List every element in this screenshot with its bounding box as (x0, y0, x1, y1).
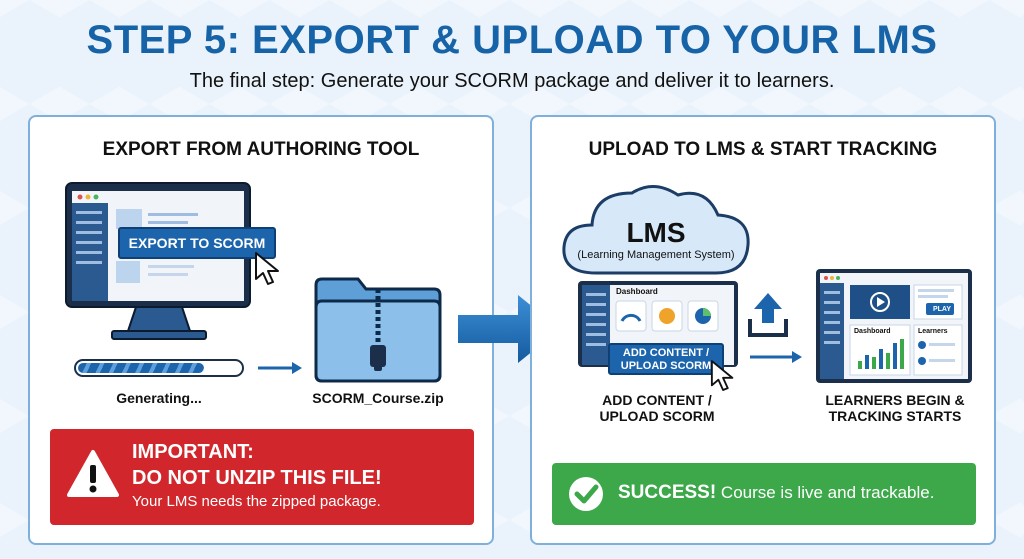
success-bold: SUCCESS! (618, 482, 717, 503)
arrow-right-icon (258, 362, 302, 374)
progress-bar (74, 359, 244, 377)
zip-caption: SCORM_Course.zip (312, 390, 444, 406)
add-content-button[interactable]: ADD CONTENT / UPLOAD SCORM (608, 343, 724, 375)
learners-label: Learners (918, 328, 948, 335)
play-icon (877, 297, 885, 307)
add-content-button-line-2: UPLOAD SCORM (620, 360, 712, 372)
cursor-icon (255, 252, 279, 285)
export-panel: EXPORT FROM AUTHORING TOOL EXPORT TO SCO… (28, 115, 494, 545)
dashboard-label: Dashboard (616, 287, 658, 296)
important-alert: IMPORTANT: DO NOT UNZIP THIS FILE! Your … (50, 429, 474, 525)
cursor-icon (710, 360, 734, 391)
add-content-button-line-1: ADD CONTENT / (622, 347, 710, 359)
cloud-title: LMS (626, 217, 686, 248)
success-banner: SUCCESS! Course is live and trackable. (552, 463, 976, 525)
upload-panel-heading: UPLOAD TO LMS & START TRACKING (588, 139, 938, 160)
alert-line-1: IMPORTANT: (132, 441, 254, 463)
cloud-subtitle: (Learning Management System) (577, 249, 735, 261)
progress-bar-fill (78, 363, 204, 373)
success-rest: Course is live and trackable. (716, 483, 935, 502)
page-title: STEP 5: EXPORT & UPLOAD TO YOUR LMS (86, 18, 938, 62)
checkmark-icon (569, 477, 603, 511)
add-caption-line-2: UPLOAD SCORM (599, 408, 715, 424)
learners-caption-line-1: LEARNERS BEGIN & (825, 392, 965, 408)
arrow-right-icon (750, 351, 802, 363)
alert-line-3: Your LMS needs the zipped package. (132, 493, 381, 510)
zip-folder-icon (314, 277, 442, 383)
cloud-icon (562, 185, 750, 275)
warning-icon (67, 450, 119, 497)
success-text: SUCCESS! Course is live and trackable. (618, 482, 934, 504)
page-subtitle: The final step: Generate your SCORM pack… (189, 70, 835, 92)
monitor-icon (65, 182, 251, 340)
progress-caption: Generating... (116, 390, 202, 406)
mini-dashboard-label: Dashboard (854, 328, 891, 335)
add-content-caption: ADD CONTENT / UPLOAD SCORM (562, 392, 752, 424)
add-caption-line-1: ADD CONTENT / (602, 392, 712, 408)
learners-caption: LEARNERS BEGIN & TRACKING STARTS (800, 392, 990, 424)
alert-line-2: DO NOT UNZIP THIS FILE! (132, 467, 382, 489)
export-panel-heading: EXPORT FROM AUTHORING TOOL (102, 139, 420, 160)
export-to-scorm-button[interactable]: EXPORT TO SCORM (118, 227, 276, 259)
learners-caption-line-2: TRACKING STARTS (828, 408, 962, 424)
play-label: PLAY (932, 306, 952, 313)
upload-icon (748, 293, 788, 337)
learners-monitor-icon (816, 269, 972, 383)
upload-panel: UPLOAD TO LMS & START TRACKING LMS (Lear… (530, 115, 996, 545)
